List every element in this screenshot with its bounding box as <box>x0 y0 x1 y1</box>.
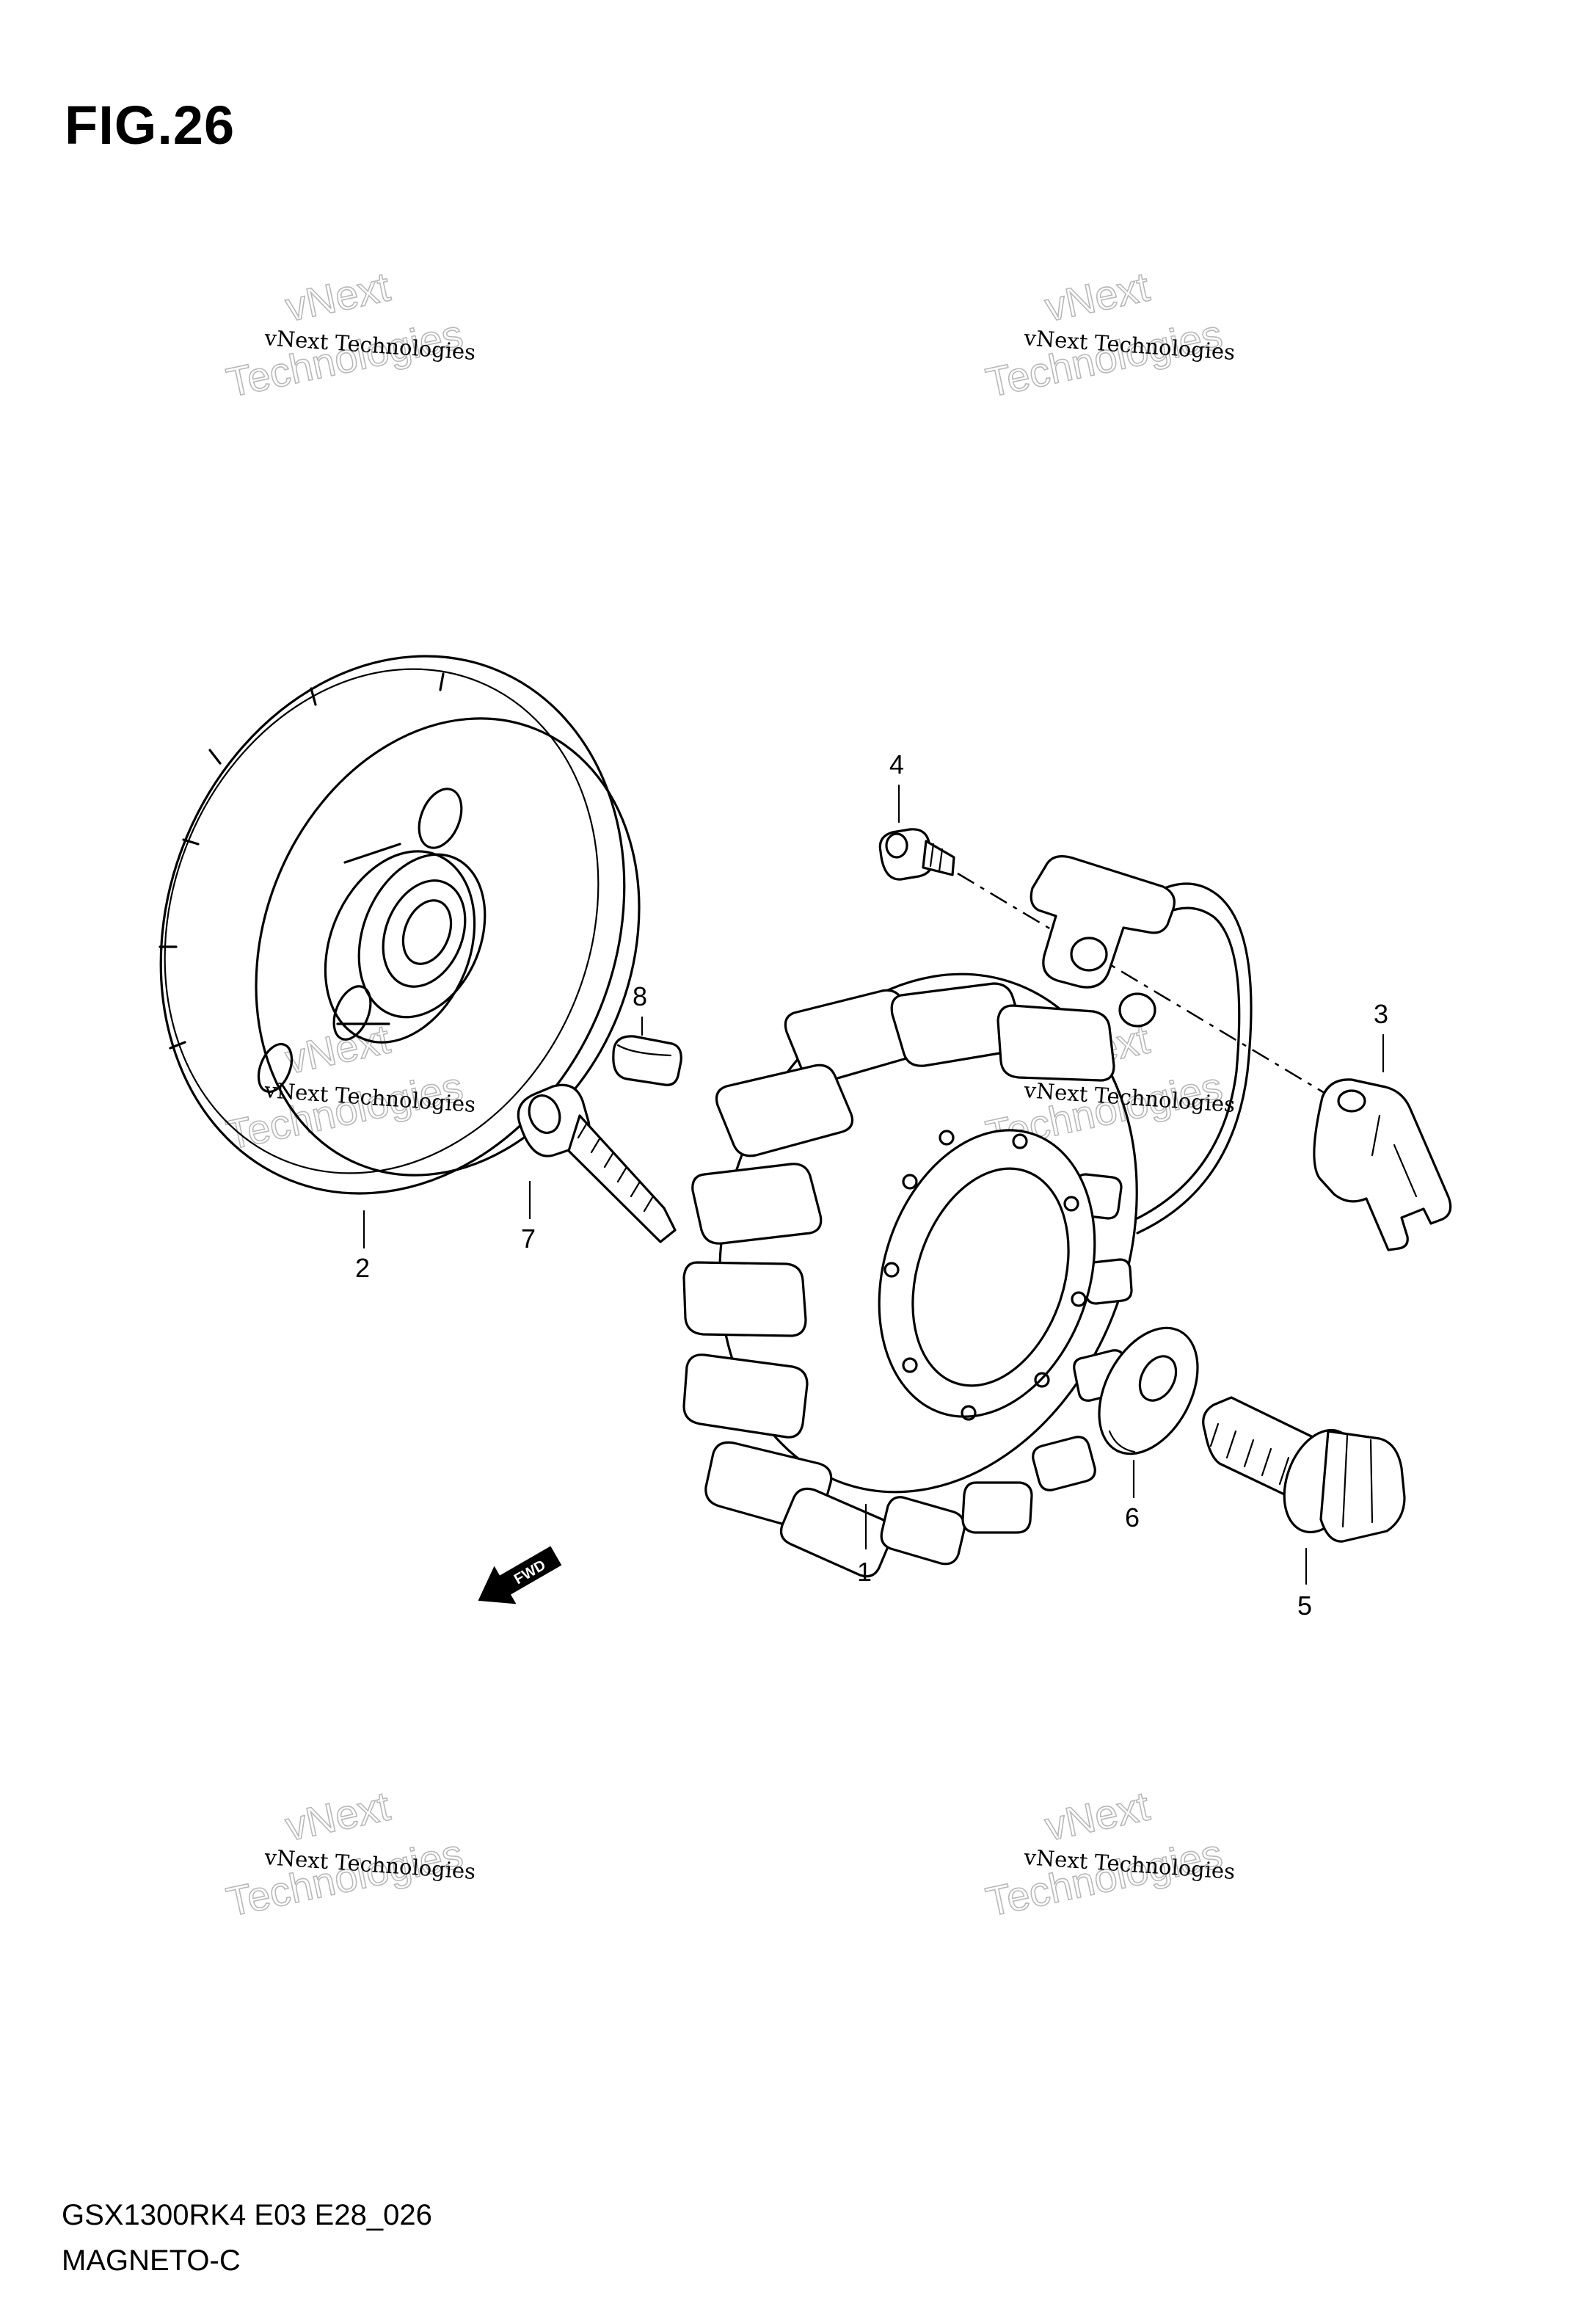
callout-4: 4 <box>889 749 904 779</box>
part-2-rotor <box>158 655 641 1249</box>
watermark-ghost-top: vNext <box>282 1782 395 1849</box>
watermark-bottom-right: vNext Technologies vNext Technologies <box>981 1782 1236 1926</box>
figure-title: FIG.26 <box>65 95 236 156</box>
part-5-bolt <box>1202 1396 1406 1585</box>
section-name-label: MAGNETO-C <box>62 2244 241 2277</box>
watermark-ghost-top: vNext <box>1041 263 1154 330</box>
callout-1: 1 <box>857 1557 872 1587</box>
callout-2: 2 <box>355 1253 370 1283</box>
callout-5: 5 <box>1297 1591 1312 1621</box>
watermark-ghost-top: vNext <box>1041 1782 1154 1849</box>
part-8-key <box>612 1016 682 1086</box>
fwd-arrow-icon: FWD <box>478 1546 562 1604</box>
model-code-label: GSX1300RK4 E03 E28_026 <box>62 2199 432 2231</box>
watermark-bottom-left: vNext Technologies vNext Technologies <box>222 1782 476 1926</box>
watermark-top-right: vNext Technologies vNext Technologies <box>981 263 1236 407</box>
callout-7: 7 <box>521 1224 536 1254</box>
watermark-ghost-top: vNext <box>282 263 395 330</box>
callout-3: 3 <box>1374 999 1388 1029</box>
part-4-screw <box>878 784 955 881</box>
part-1-stator <box>682 855 1253 1578</box>
callout-6: 6 <box>1125 1502 1140 1533</box>
callout-8: 8 <box>633 981 647 1011</box>
watermark-top-left: vNext Technologies vNext Technologies <box>222 263 476 407</box>
watermark-ghost-top: vNext <box>282 1015 395 1082</box>
part-3-clamp <box>1313 1033 1452 1251</box>
part-6-washer <box>1098 1326 1199 1499</box>
part-7-screw <box>517 1083 677 1243</box>
